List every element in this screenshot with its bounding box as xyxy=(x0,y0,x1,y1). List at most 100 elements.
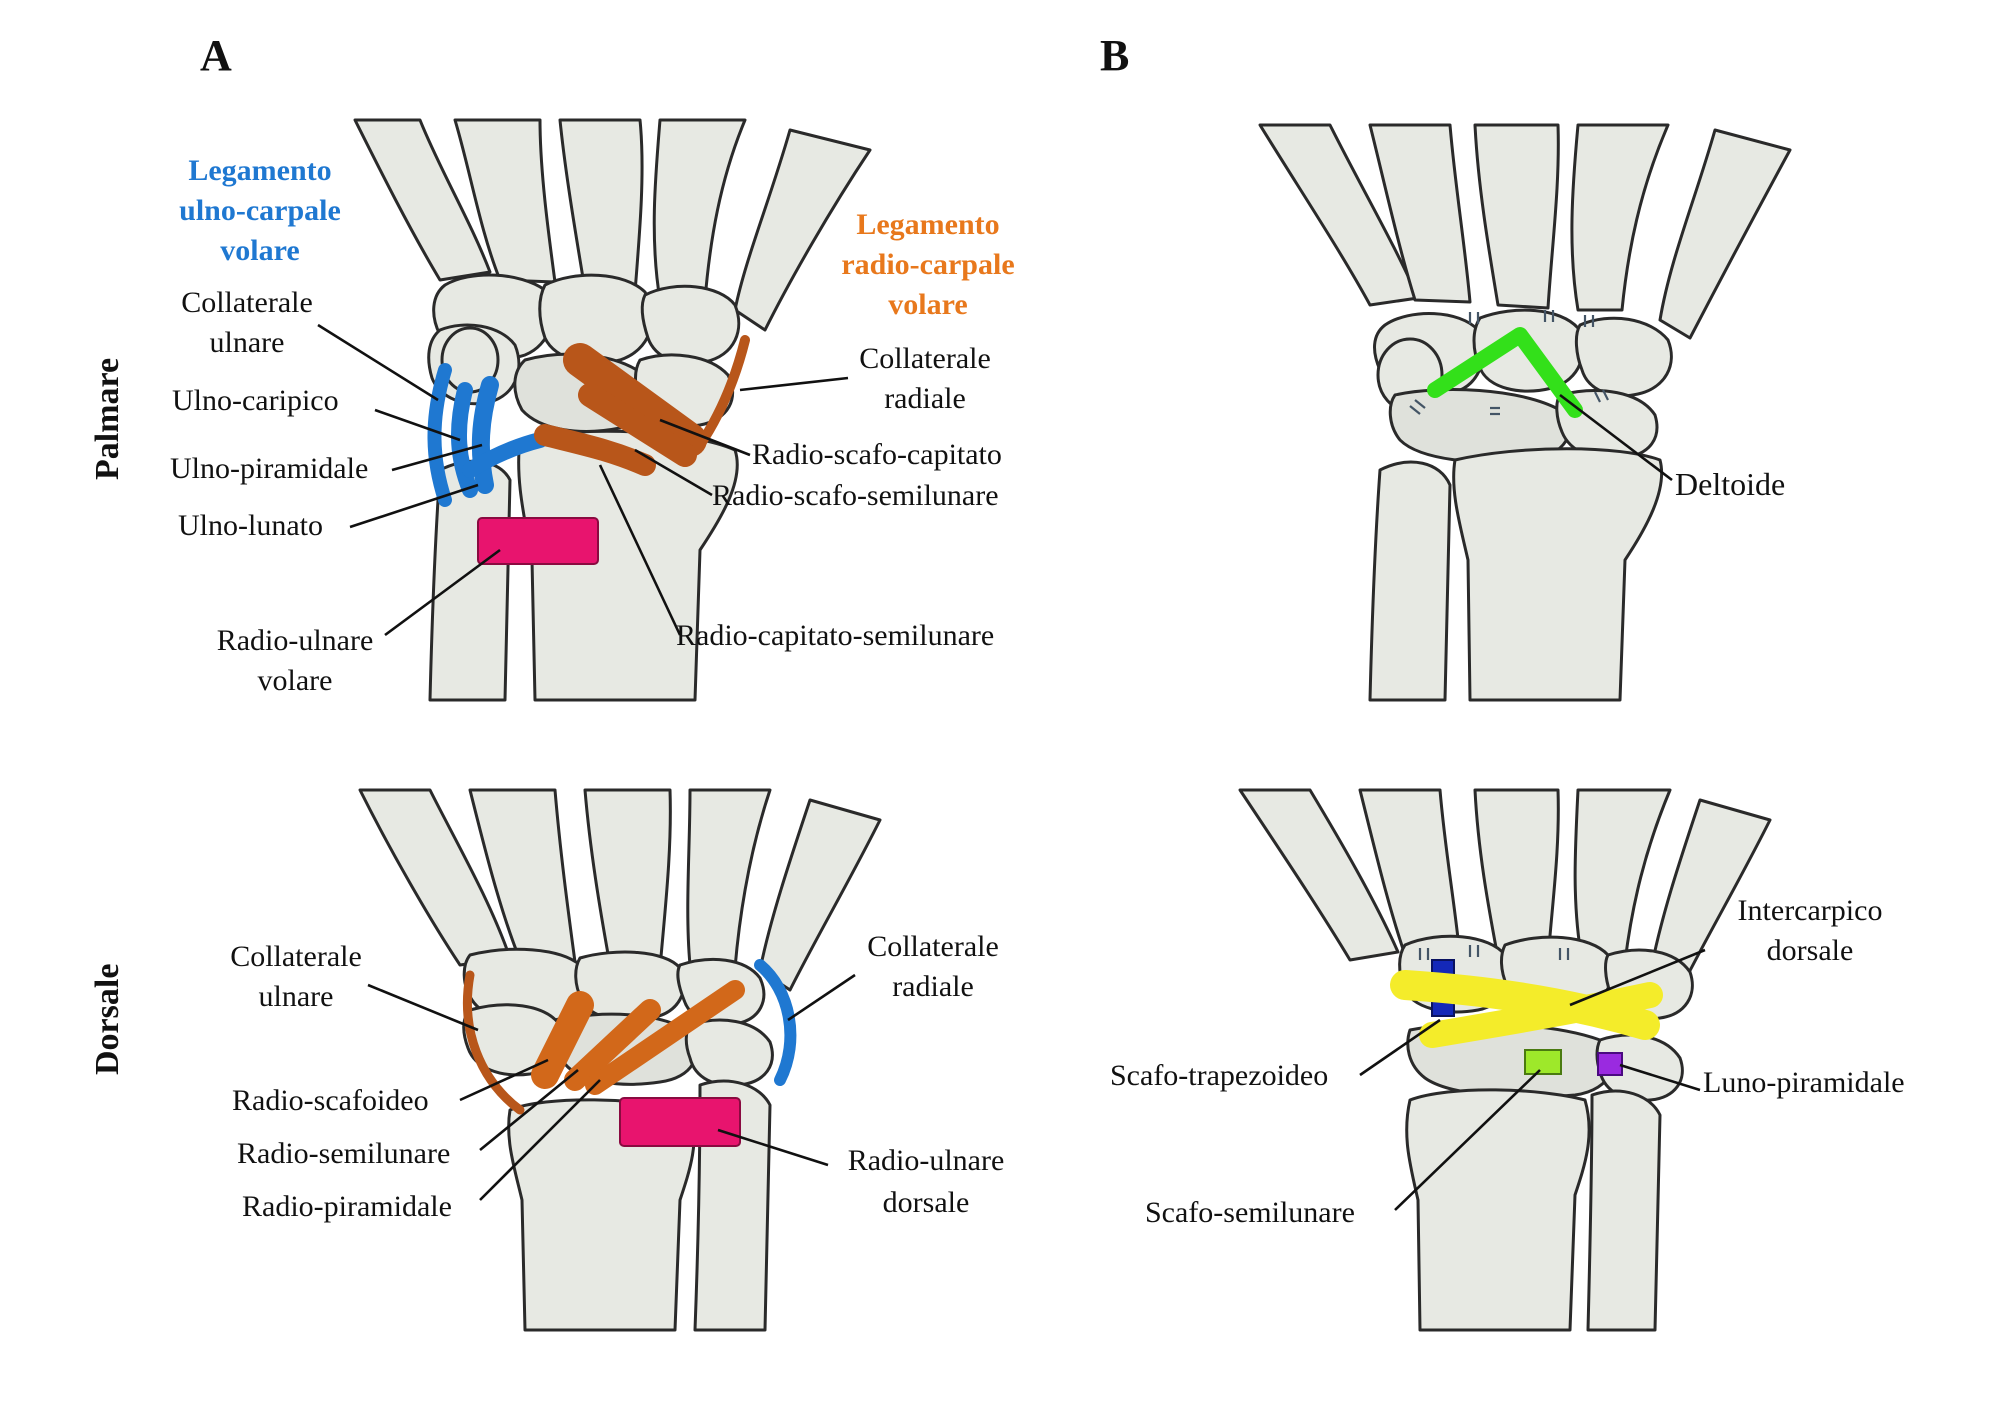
label-radio-ulnare-volare-2: volare xyxy=(258,664,333,697)
ulnocarpal-header-line3: volare xyxy=(220,234,299,267)
ulnocarpal-header-line1: Legamento xyxy=(188,154,331,187)
label-intercarpico-dorsale: Intercarpico xyxy=(1738,894,1883,927)
palmar-leaders xyxy=(317,323,849,637)
radiocapitolunate-ligament xyxy=(534,424,656,476)
volar-radioulnar-ligament xyxy=(477,517,599,565)
scapholunate-ligament xyxy=(1524,1049,1562,1075)
label-radio-scafo-capitato: Radio-scafo-capitato xyxy=(752,438,1002,471)
lunotriquetral-ligament xyxy=(1597,1052,1623,1076)
leader-line xyxy=(374,408,461,442)
dorsal-radioulnar-ligament xyxy=(619,1097,741,1147)
ulnocapitate-ligament xyxy=(451,382,478,498)
metacarpal-bone xyxy=(1473,788,1560,962)
leader-line xyxy=(787,973,856,1022)
label-radio-capitato-semilunare: Radio-capitato-semilunare xyxy=(676,619,994,652)
label-collaterale-radiale-dorsal: Collaterale xyxy=(867,930,999,963)
row-label-palmar: Palmare xyxy=(89,358,126,480)
metacarpal-bone xyxy=(1473,123,1560,310)
label-ulno-piramidale: Ulno-piramidale xyxy=(170,452,368,485)
label-collaterale-ulnare-dorsal-2: ulnare xyxy=(259,980,334,1013)
radioscaphocapitate-ligament xyxy=(563,343,707,457)
metacarpal-bone xyxy=(1258,123,1420,307)
group-headers: Legamento ulno-carpale volare Legamento … xyxy=(179,154,1014,321)
leader-line xyxy=(384,548,501,637)
label-radio-scafoideo: Radio-scafoideo xyxy=(232,1084,429,1117)
radioscaphoid-ligament xyxy=(531,991,594,1089)
radiocarpal-header-line2: radio-carpale xyxy=(841,248,1014,281)
leader-line xyxy=(598,464,682,636)
label-radio-piramidale: Radio-piramidale xyxy=(242,1190,452,1223)
panel-letter-b: B xyxy=(1100,31,1129,80)
label-collaterale-radiale-dorsal-2: radiale xyxy=(892,970,974,1003)
leader-line xyxy=(349,483,479,529)
leader-line xyxy=(317,323,439,402)
leader-line xyxy=(1359,1018,1441,1077)
label-radio-ulnare-volare: Radio-ulnare xyxy=(217,624,374,657)
dorsal-intercarpal-ligament xyxy=(1419,982,1663,1048)
radiocarpal-header-line1: Legamento xyxy=(856,208,999,241)
label-radio-semilunare: Radio-semilunare xyxy=(237,1137,450,1170)
metacarpal-bone xyxy=(1658,128,1792,340)
ulna-bone xyxy=(1368,460,1452,702)
radioscapholunate-ligament xyxy=(578,383,697,467)
label-radio-scafo-semilunare: Radio-scafo-semilunare xyxy=(712,479,999,512)
ulna-bone xyxy=(1586,1089,1662,1332)
ulnotriquetral-ligament xyxy=(471,376,499,494)
leader-line xyxy=(391,443,483,472)
radiocarpal-header-line3: volare xyxy=(888,288,967,321)
carpal-bone xyxy=(1574,316,1673,398)
label-ulno-lunato: Ulno-lunato xyxy=(178,509,323,542)
metacarpal-bone xyxy=(558,118,644,294)
leader-line xyxy=(1559,393,1673,482)
palmar-ligaments xyxy=(427,335,750,565)
label-radio-ulnare-dorsale: Radio-ulnare xyxy=(848,1144,1005,1177)
label-ulno-capitato: Ulno-caripico xyxy=(172,384,339,417)
metacarpal-bone xyxy=(652,118,747,302)
label-collaterale-radiale-2: radiale xyxy=(884,382,966,415)
leader-line xyxy=(1619,1063,1701,1092)
label-scafo-semilunare: Scafo-semilunare xyxy=(1145,1196,1355,1229)
metacarpal-bone xyxy=(1238,788,1400,962)
leader-line xyxy=(479,1068,579,1152)
radius-bone xyxy=(1452,447,1663,702)
metacarpal-bone xyxy=(1573,788,1672,964)
joint-ticks xyxy=(1409,310,1609,416)
ulnolunate-ligament xyxy=(462,432,548,478)
label-collaterale-ulnare: Collaterale xyxy=(181,286,313,319)
label-collaterale-radiale: Collaterale xyxy=(859,342,991,375)
palmar-intrinsic-ligaments xyxy=(1427,327,1673,482)
metacarpal-bone xyxy=(1368,123,1472,304)
label-collaterale-ulnare-2: ulnare xyxy=(210,326,285,359)
radiotriquetral-ligament xyxy=(585,980,745,1095)
ulnocarpal-header-line2: ulno-carpale xyxy=(179,194,341,227)
metacarpal-bone xyxy=(1570,123,1670,312)
radial-collateral-ligament-dorsal xyxy=(754,959,797,1086)
metacarpal-bone xyxy=(583,788,672,970)
leader-line xyxy=(717,1128,829,1167)
dorsal-wrist-illustration xyxy=(358,788,882,1332)
row-label-dorsal: Dorsale xyxy=(89,964,126,1075)
label-intercarpico-dorsale-2: dorsale xyxy=(1767,934,1854,967)
metacarpal-bone xyxy=(733,128,872,332)
palmar-intrinsic-illustration xyxy=(1258,123,1792,702)
label-collaterale-ulnare-dorsal: Collaterale xyxy=(230,940,362,973)
label-scafo-trapezoideo: Scafo-trapezoideo xyxy=(1110,1059,1328,1092)
radius-bone xyxy=(1405,1088,1591,1332)
leader-line xyxy=(479,1079,601,1201)
radius-bone xyxy=(517,429,739,702)
leader-line xyxy=(634,448,713,497)
deltoid-ligament xyxy=(1427,327,1583,418)
ulnar-collateral-ligament-dorsal xyxy=(462,970,525,1115)
ulnar-collateral-ligament xyxy=(427,363,452,507)
leader-line xyxy=(367,983,479,1032)
dorsal-intercarpal-ligament xyxy=(1390,970,1660,1040)
leader-line xyxy=(659,418,751,457)
row-labels: Palmare Dorsale xyxy=(89,358,126,1075)
leader-line xyxy=(459,1058,549,1102)
dorsal-intrinsic-ligaments xyxy=(1390,959,1663,1076)
carpal-bone xyxy=(538,273,654,365)
carpal-bone xyxy=(684,1018,774,1088)
intrinsic-labels: Deltoide Intercarpico dorsale Scafo-trap… xyxy=(1110,466,1905,1229)
